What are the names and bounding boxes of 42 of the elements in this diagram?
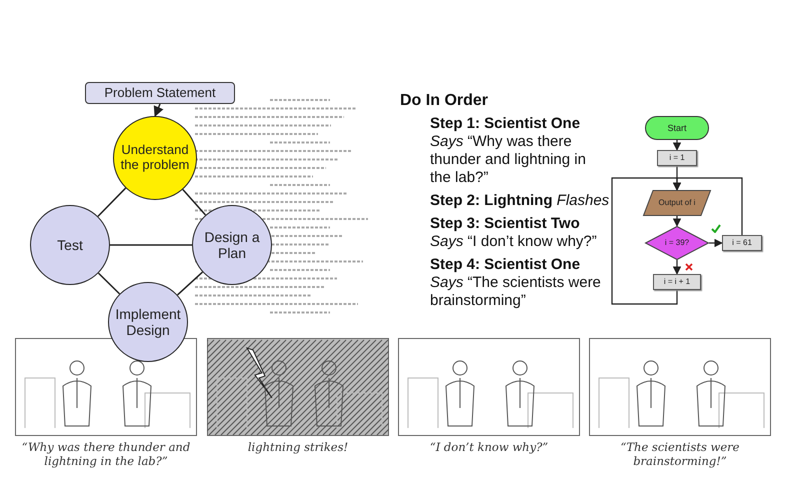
node-label: Output of i <box>658 198 696 208</box>
connector-line <box>110 244 192 246</box>
node-label: Problem Statement <box>103 86 217 100</box>
connector-line <box>97 188 126 217</box>
node-label: i = 1 <box>668 153 686 163</box>
dialogue-text: Says “Why was there thunder and lightning in the lab?” <box>430 133 587 187</box>
handwritten-caption: lightning strikes! <box>246 440 350 454</box>
heading: Do In Order <box>400 92 490 110</box>
output-parallelogram <box>643 190 711 216</box>
process-circle <box>192 205 272 285</box>
arrow <box>672 140 682 151</box>
start-terminal <box>645 116 709 140</box>
process-box <box>653 274 701 290</box>
node-label: Design a Plan <box>203 228 261 262</box>
step-title: Step 3: Scientist Two <box>430 215 581 233</box>
node-label: Implement Design <box>114 306 182 338</box>
dialogue-text: Says “I don’t know why?” <box>430 233 598 251</box>
process-box <box>722 235 762 251</box>
handwritten-caption: “The scientists were brainstorming!” <box>620 440 740 468</box>
connector-line <box>176 271 204 296</box>
dialogue-text: Says “The scientists were brainstorming” <box>430 274 602 310</box>
handwritten-caption: “Why was there thunder and lightning in the lab?” <box>20 440 192 468</box>
node-label: i = i + 1 <box>662 277 692 287</box>
node-label: Start <box>666 122 688 134</box>
arrow <box>672 260 682 275</box>
node-label: Test <box>56 236 84 254</box>
arrow <box>672 216 682 227</box>
process-box <box>85 82 235 104</box>
node-label: Understand the problem <box>120 143 190 173</box>
arrow <box>154 104 164 117</box>
step-title: Step 2: Lightning Flashes <box>430 192 610 210</box>
step-title: Step 4: Scientist One <box>430 256 582 274</box>
connector-line <box>182 188 206 216</box>
process-box <box>657 150 697 166</box>
node-label: i = 61 <box>731 238 753 248</box>
handwritten-caption: “I don’t know why?” <box>428 440 550 454</box>
node-label: i = 39? <box>664 238 690 248</box>
arrow <box>709 238 723 248</box>
decision-diamond <box>645 226 709 260</box>
connector-line <box>98 272 120 294</box>
arrow <box>611 177 682 305</box>
step-title: Step 1: Scientist One <box>430 115 582 133</box>
